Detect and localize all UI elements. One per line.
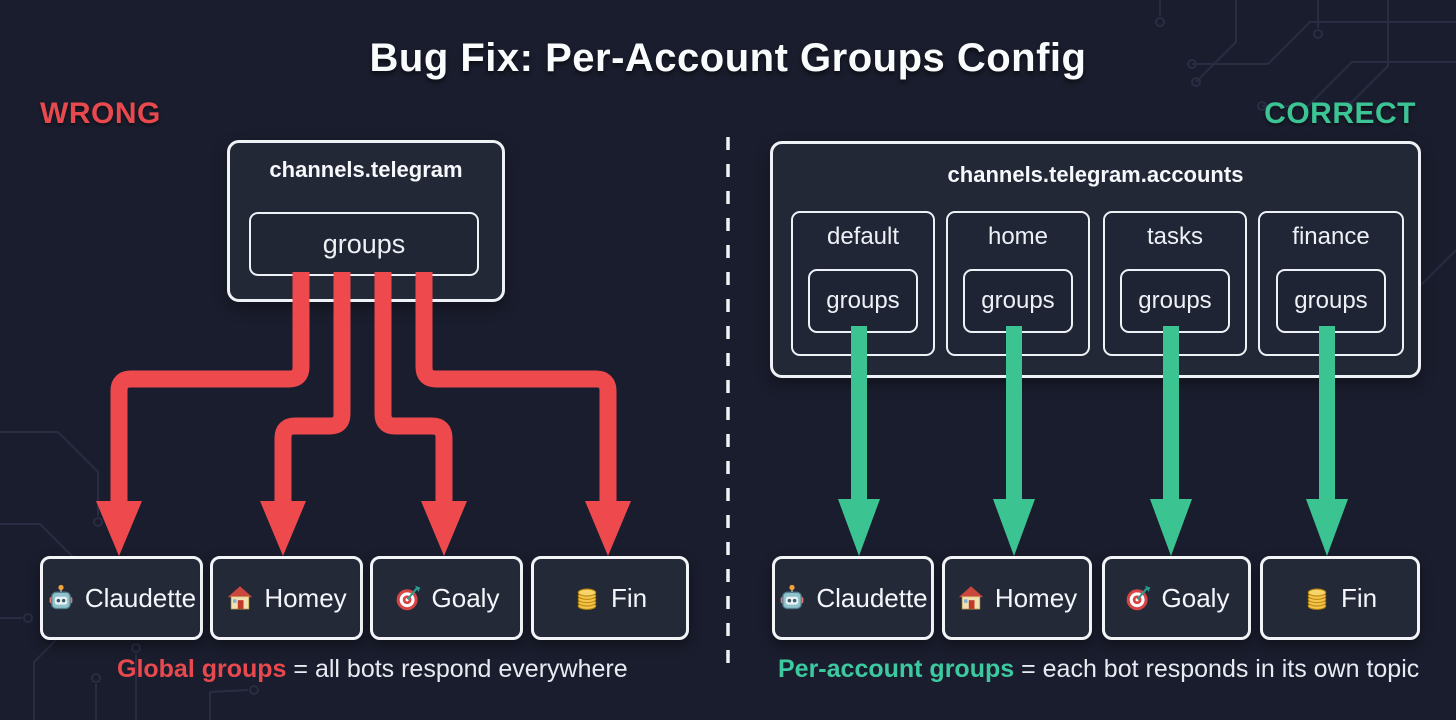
bot-name: Goaly: [1161, 582, 1230, 613]
account-name: tasks: [1146, 223, 1203, 250]
caption-highlight: Global groups: [117, 655, 287, 683]
correct-config-box: channels.telegram.accounts default group…: [770, 141, 1421, 378]
groups-box: groups: [1120, 269, 1230, 333]
account-box-finance: finance groups: [1258, 211, 1404, 356]
wrong-caption: Global groups = all bots respond everywh…: [117, 655, 628, 684]
robot-icon: [780, 584, 804, 610]
groups-label: groups: [1294, 287, 1368, 314]
config-box-title: channels.telegram: [269, 157, 463, 182]
bot-box-claudette: Claudette: [40, 556, 203, 640]
robot-icon: [49, 584, 73, 610]
house-icon: [228, 586, 253, 610]
coins-icon: [577, 588, 597, 610]
groups-label: groups: [981, 287, 1055, 314]
bot-box-fin: Fin: [1260, 556, 1420, 640]
caption-text: = each bot responds in its own topic: [1021, 655, 1420, 683]
wrong-section-label: WRONG: [40, 97, 161, 130]
bot-name: Claudette: [84, 582, 197, 613]
account-box-tasks: tasks groups: [1103, 211, 1247, 356]
groups-label: groups: [1138, 287, 1212, 314]
groups-box: groups: [808, 269, 918, 333]
groups-label: groups: [826, 287, 900, 314]
bot-box-claudette: Claudette: [772, 556, 934, 640]
page-title: Bug Fix: Per-Account Groups Config: [369, 36, 1087, 80]
account-name: home: [987, 223, 1049, 250]
correct-caption: Per-account groups = each bot responds i…: [778, 655, 1419, 684]
bot-box-goaly: Goaly: [1102, 556, 1251, 640]
groups-box: groups: [249, 212, 479, 276]
target-icon: [396, 585, 420, 611]
groups-label: groups: [322, 228, 406, 259]
bot-name: Fin: [1340, 582, 1378, 613]
account-name: default: [826, 223, 900, 250]
bot-box-fin: Fin: [531, 556, 689, 640]
coins-icon: [1307, 588, 1327, 610]
bot-name: Fin: [610, 582, 648, 613]
bot-name: Claudette: [816, 582, 928, 613]
bot-box-homey: Homey: [210, 556, 363, 640]
groups-box: groups: [963, 269, 1073, 333]
correct-section-label: CORRECT: [1264, 97, 1416, 130]
account-box-default: default groups: [791, 211, 935, 356]
account-name: finance: [1292, 223, 1370, 250]
bot-name: Homey: [994, 582, 1078, 613]
config-box-title: channels.telegram.accounts: [947, 162, 1244, 187]
bot-box-goaly: Goaly: [370, 556, 523, 640]
target-icon: [1126, 585, 1150, 611]
groups-box: groups: [1276, 269, 1386, 333]
house-icon: [958, 586, 984, 610]
bot-name: Goaly: [431, 582, 500, 613]
bot-name: Homey: [264, 582, 347, 613]
caption-highlight: Per-account groups: [778, 655, 1015, 683]
wrong-config-box: channels.telegram groups: [227, 140, 505, 302]
caption-text: = all bots respond everywhere: [293, 655, 628, 683]
account-box-home: home groups: [946, 211, 1090, 356]
bot-box-homey: Homey: [942, 556, 1092, 640]
